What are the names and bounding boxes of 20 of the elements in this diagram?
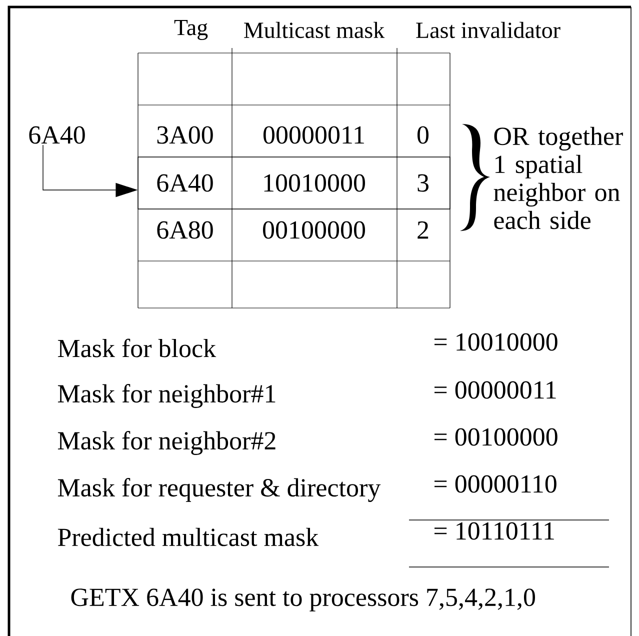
- column-header: Tag: [174, 20, 208, 40]
- table-cell: 10010000: [264, 174, 366, 192]
- brace-note: OR together 1 spatial neighbor on each side: [494, 126, 623, 230]
- text-label: 6A40: [29, 126, 85, 144]
- mask-value: = 00100000: [434, 428, 558, 446]
- table-cell: 6A40: [157, 174, 213, 192]
- mask-value: = 10110111: [434, 522, 554, 540]
- result-note: GETX 6A40 is sent to processors 7,5,4,2,1,0: [71, 588, 535, 612]
- table-cell: 3: [418, 174, 428, 192]
- mask-value: = 00000110: [434, 475, 556, 493]
- mask-value: = 10010000: [434, 333, 558, 351]
- row-label: Mask for neighbor#2: [58, 431, 276, 455]
- row-label: Mask for block: [58, 338, 216, 358]
- row-label: Predicted multicast mask: [58, 528, 319, 546]
- column-header: Last invalidator: [416, 22, 560, 38]
- row-label: Mask for requester & directory: [58, 478, 381, 502]
- row-label: Mask for neighbor#1: [58, 384, 276, 408]
- mask-value: = 00000011: [434, 381, 556, 399]
- column-header: Multicast mask: [244, 22, 385, 38]
- table-row: [138, 156, 450, 210]
